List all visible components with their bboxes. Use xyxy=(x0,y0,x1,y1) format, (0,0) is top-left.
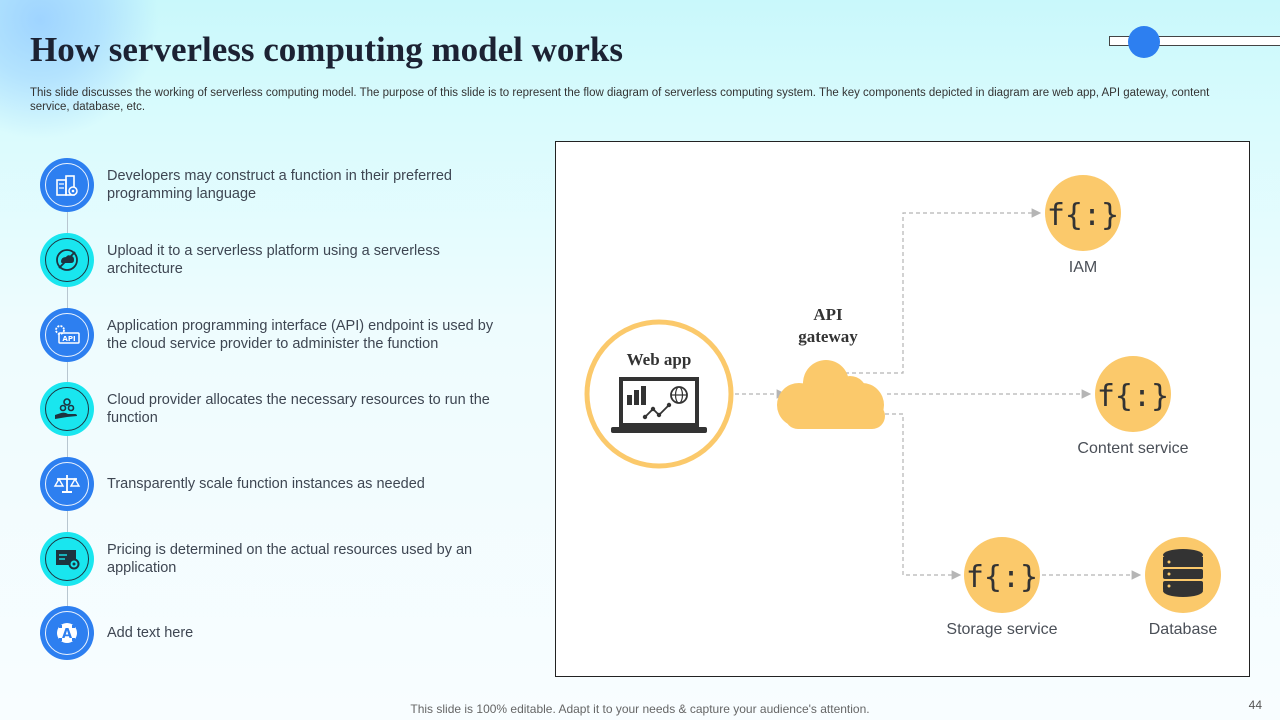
slide-description: This slide discusses the working of serv… xyxy=(30,87,1210,113)
web-app-node xyxy=(584,319,734,469)
database-label: Database xyxy=(1148,621,1218,638)
cloud-upload-icon xyxy=(40,233,94,287)
balance-scale-icon xyxy=(40,457,94,511)
step-text: Transparently scale function instances a… xyxy=(107,476,425,492)
developer-building-icon xyxy=(40,158,94,212)
api-gear-icon: API xyxy=(40,308,94,362)
corner-glow xyxy=(0,0,160,140)
page-title: How serverless computing model works xyxy=(30,30,624,69)
step-text: Developers may construct a function in t… xyxy=(107,168,452,202)
api-gateway-label: API gateway xyxy=(798,305,858,346)
step-item-2: Upload it to a serverless platform using… xyxy=(40,233,520,287)
step-item-3: API Application programming interface (A… xyxy=(40,308,520,362)
page-number: 44 xyxy=(1248,698,1262,712)
text-edit-icon: A xyxy=(40,606,94,660)
decorative-slider-track xyxy=(1109,36,1280,46)
storage-service-label: Storage service xyxy=(946,621,1058,638)
dashboard-gear-icon xyxy=(40,532,94,586)
footer-note: This slide is 100% editable. Adapt it to… xyxy=(410,702,870,716)
storage-service-function-icon: f{:} xyxy=(964,537,1040,613)
step-item-4: Cloud provider allocates the necessary r… xyxy=(40,382,520,436)
connector-gateway-storage xyxy=(885,413,962,580)
step-text: Application programming interface (API) … xyxy=(107,318,494,352)
step-item-7: A Add text here xyxy=(40,606,520,660)
svg-text:f{:}: f{:} xyxy=(966,560,1038,595)
step-item-6: Pricing is determined on the actual reso… xyxy=(40,532,520,586)
step-item-1: Developers may construct a function in t… xyxy=(40,158,520,212)
connector-gateway-iam xyxy=(845,208,1042,374)
content-service-function-icon: f{:} xyxy=(1095,356,1171,432)
step-text: Upload it to a serverless platform using… xyxy=(107,243,440,277)
svg-text:f{:}: f{:} xyxy=(1097,379,1169,414)
decorative-slider-knob xyxy=(1128,26,1160,58)
iam-function-icon: f{:} xyxy=(1045,175,1121,251)
svg-text:f{:}: f{:} xyxy=(1047,198,1119,233)
svg-text:API: API xyxy=(62,335,75,343)
api-gateway-cloud-icon xyxy=(777,360,885,429)
step-item-5: Transparently scale function instances a… xyxy=(40,457,520,511)
step-text: Add text here xyxy=(107,625,194,641)
content-service-label: Content service xyxy=(1077,440,1189,457)
step-text: Pricing is determined on the actual reso… xyxy=(107,542,473,576)
database-icon xyxy=(1145,537,1221,613)
hand-gears-icon xyxy=(40,382,94,436)
step-text: Cloud provider allocates the necessary r… xyxy=(107,392,490,426)
flow-diagram: f{:} f{:} f{:} xyxy=(584,175,1221,613)
iam-label: IAM xyxy=(1068,259,1098,276)
web-app-label: Web app xyxy=(626,350,692,369)
svg-text:A: A xyxy=(62,627,72,642)
